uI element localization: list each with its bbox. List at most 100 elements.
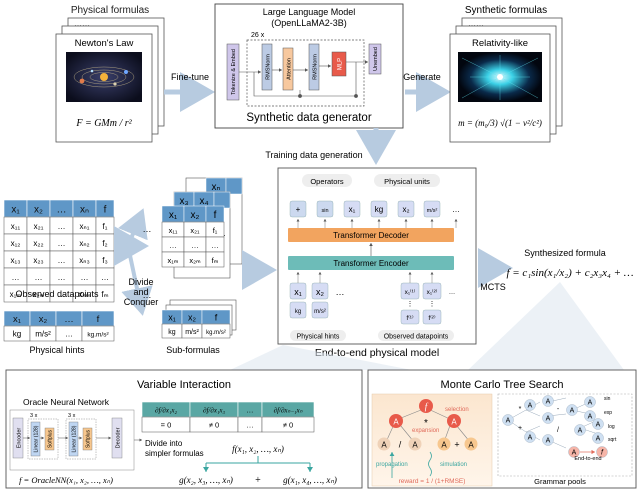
input-hint-label: x₂ (316, 287, 325, 297)
hint-header-cell: f (97, 314, 100, 325)
node-A-ll-label: A (381, 441, 387, 450)
output-token (397, 200, 415, 218)
obs-cell: xₙ₂ (79, 239, 89, 248)
grammar-node (502, 414, 514, 426)
divide-into-label-1: Divide into (145, 439, 183, 448)
output-token-label: kg (375, 205, 383, 214)
sub-hint-header: f (215, 313, 218, 323)
obs-cell: f₂ (102, 239, 107, 248)
deriv-value-cell: ≠ 0 (283, 421, 293, 430)
hint-header-cell: x₂ (39, 314, 48, 325)
subformula-tables: xₙx₃x₄…x₁x₂fx₁₁x₂₁f₁………x₁ₘx₂ₘfₘ……x₁kgx₂m… (143, 177, 243, 339)
grammar-node-label: A (528, 403, 533, 410)
synthetic-formulas-title: Synthetic formulas (465, 5, 547, 16)
input-obs-label: x₁⁽²⁾ (427, 288, 438, 296)
grammar-node-label: A (596, 422, 601, 429)
unembed-block (368, 43, 382, 75)
obs-cell: x₂ₘ (32, 290, 44, 299)
sub-cell: f₁ (213, 226, 218, 235)
linear-block-1 (30, 421, 41, 457)
input-unit-token (311, 301, 329, 319)
sub-hint-unit: kg.m/s² (206, 330, 226, 336)
obs-cell: x₁₁ (11, 222, 21, 231)
oracle-formula: f = OracleNN(x₁, x₂, …, xₙ) (19, 475, 113, 485)
sub-hint-stack-dots: … (143, 290, 152, 300)
obs-cell: f₁ (103, 222, 108, 231)
output-token-label: … (452, 205, 460, 214)
divide-arrow-up (118, 208, 148, 247)
sub-hint-unit: kg (168, 329, 176, 336)
linear-block-2 (68, 421, 79, 457)
mlp-label: MLP (338, 58, 344, 70)
encoder-small-label: Encoder (17, 428, 23, 449)
softplus-label-2: Softplus (86, 429, 92, 448)
input-hint-label: … (336, 287, 345, 297)
operators-pill (302, 174, 352, 187)
relativity-formula: m = (m₀/3) √(1 − v²/c²) (458, 118, 542, 128)
stack-dots: …… (74, 19, 90, 28)
linear-label-2: Linear (128) (72, 425, 78, 452)
sub-hint-unit: m/s² (185, 329, 199, 336)
synthetic-stack-dots: …… (468, 19, 484, 28)
output-token (289, 200, 307, 218)
rmsnorm-block-1 (261, 43, 273, 91)
divide-into-label-2: simpler formulas (145, 449, 204, 458)
repeat-count: 26 x (251, 32, 265, 39)
obs-cell: xₙ₁ (80, 222, 90, 231)
operators-label: Operators (310, 177, 344, 186)
gp-op-div: / (557, 427, 559, 434)
output-token-label: + (296, 205, 301, 214)
gp-op-star: * (519, 406, 522, 413)
grammar-node (592, 418, 604, 430)
gp-exp: exp (604, 410, 612, 416)
node-A-lr (408, 437, 422, 451)
hint-unit-cell: kg.m/s² (87, 332, 109, 339)
output-token-label: x₂ (402, 205, 409, 214)
mcts-title: Monte Carlo Tree Search (441, 379, 564, 391)
divide-arrow-down (121, 245, 153, 316)
obs-cell: x₁ₘ (10, 290, 22, 299)
grammar-node-label: A (506, 418, 511, 425)
root-node-label: f (425, 402, 429, 412)
obs-cell: … (35, 273, 43, 282)
input-f-token (422, 309, 442, 325)
sub-hint-header: x₂ (188, 313, 197, 323)
propagation-label: propagation (376, 462, 408, 468)
grammar-pools-label: Grammar pools (534, 477, 586, 486)
obs-cell: … (58, 273, 66, 282)
output-token-label: m/s² (427, 208, 438, 214)
gp-log: log (608, 424, 615, 430)
deriv-header-cell: ∂f/∂x₁x₂ (155, 407, 177, 415)
physical-units-pill (374, 174, 440, 187)
input-obs-label: … (449, 289, 456, 296)
obs-cell: xₙ₃ (79, 256, 89, 265)
rmsnorm-block-2 (308, 43, 320, 91)
node-A-left-label: A (393, 418, 399, 427)
synth-formula: f = c₁sin(x₁/x₂) + c₂x₃x₄ + … (506, 267, 633, 279)
sub-cell: … (191, 241, 199, 250)
grammar-node (584, 396, 596, 408)
obs-cell: … (101, 273, 109, 282)
deriv-value-cell: … (246, 421, 254, 430)
hint-unit-cell: m/s² (35, 330, 51, 339)
attention-label: Attention (287, 58, 293, 80)
obs-cell: … (81, 273, 89, 282)
decoder-block-small (111, 417, 123, 459)
grammar-node-label: A (546, 416, 551, 423)
softplus-block-1 (44, 427, 55, 451)
grammar-node-f: f (601, 450, 604, 457)
grammar-node-label: A (588, 414, 593, 421)
input-f-label: f⁽¹⁾ (406, 314, 414, 322)
input-tokens: kgx₁m/s²x₂…f⁽¹⁾⋮x₁⁽¹⁾f⁽²⁾⋮x₁⁽²⁾… (289, 272, 456, 325)
llm-title: Large Language Model (263, 7, 356, 17)
sub-hint-header: x₁ (168, 313, 176, 323)
plus-sign: + (255, 475, 261, 486)
vi-title: Variable Interaction (137, 379, 231, 391)
reward-label: reward = 1 / (1+RMSE) (399, 478, 466, 485)
sub-cell: x₂ₘ (189, 256, 201, 265)
grammar-node (524, 431, 536, 443)
grammar-node-label: A (570, 408, 575, 415)
